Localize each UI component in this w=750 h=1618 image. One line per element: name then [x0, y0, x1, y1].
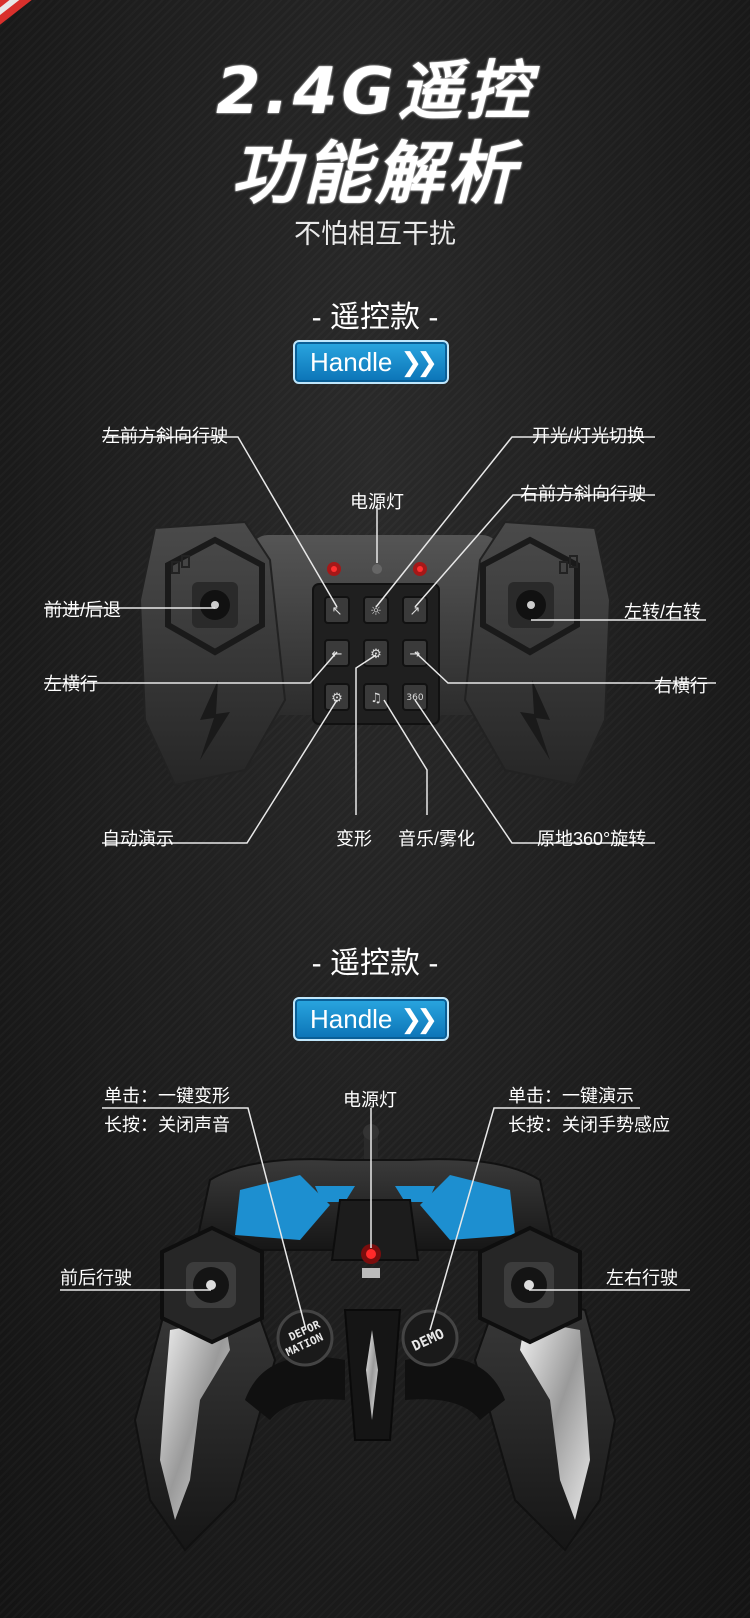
label-left-right-drive: 左右行驶	[606, 1268, 678, 1288]
double-chevron-icon: ❯❯	[400, 1003, 437, 1034]
label-right-strafe: 右横行	[654, 676, 708, 696]
handle-label: Handle	[310, 346, 393, 377]
title-line-1: 2.4G遥控	[216, 55, 534, 129]
title-line-2: 功能解析	[230, 135, 519, 214]
label-spin-360: 原地360°旋转	[537, 829, 647, 849]
label-auto-demo: 自动演示	[102, 829, 174, 849]
label-music-mist: 音乐/雾化	[398, 829, 476, 849]
svg-text:☼: ☼	[370, 604, 382, 619]
label-right-front-diagonal: 右前方斜向行驶	[520, 484, 646, 504]
handle-label: Handle	[310, 1003, 393, 1034]
svg-text:⚙: ⚙	[331, 691, 343, 706]
label-turn: 左转/右转	[624, 602, 702, 622]
section1-heading: - 遥控款 -	[311, 301, 439, 334]
label-demo-hold: 长按：关闭手势感应	[508, 1115, 670, 1135]
svg-text:←: ←	[332, 647, 343, 662]
label-deformation-hold: 长按：关闭声音	[104, 1115, 230, 1135]
label-transform: 变形	[336, 829, 372, 849]
section1-handle-badge[interactable]: Handle ❯❯	[293, 340, 449, 384]
label-front-back-drive: 前后行驶	[60, 1268, 132, 1288]
label-light-switch: 开光/灯光切换	[532, 426, 646, 446]
label-demo-click: 单击：一键演示	[508, 1086, 634, 1106]
label-forward-back: 前进/后退	[44, 600, 122, 620]
svg-text:↗: ↗	[410, 604, 421, 619]
label-power-light-2: 电源灯	[343, 1090, 397, 1110]
svg-text:→: →	[410, 647, 421, 662]
controller2-body	[133, 1124, 617, 1552]
section2-handle-badge[interactable]: Handle ❯❯	[293, 997, 449, 1041]
label-left-front-diagonal: 左前方斜向行驶	[102, 426, 228, 446]
label-power-light-1: 电源灯	[350, 492, 404, 512]
section2-heading: - 遥控款 -	[311, 947, 439, 980]
svg-text:↖: ↖	[332, 604, 343, 619]
label-left-strafe: 左横行	[44, 674, 98, 694]
subtitle: 不怕相互干扰	[294, 219, 456, 249]
svg-text:360: 360	[406, 693, 423, 703]
double-chevron-icon: ❯❯	[400, 346, 437, 377]
label-deformation-click: 单击：一键变形	[104, 1086, 230, 1106]
svg-text:⚙: ⚙	[370, 647, 382, 662]
svg-text:♫: ♫	[370, 691, 382, 706]
